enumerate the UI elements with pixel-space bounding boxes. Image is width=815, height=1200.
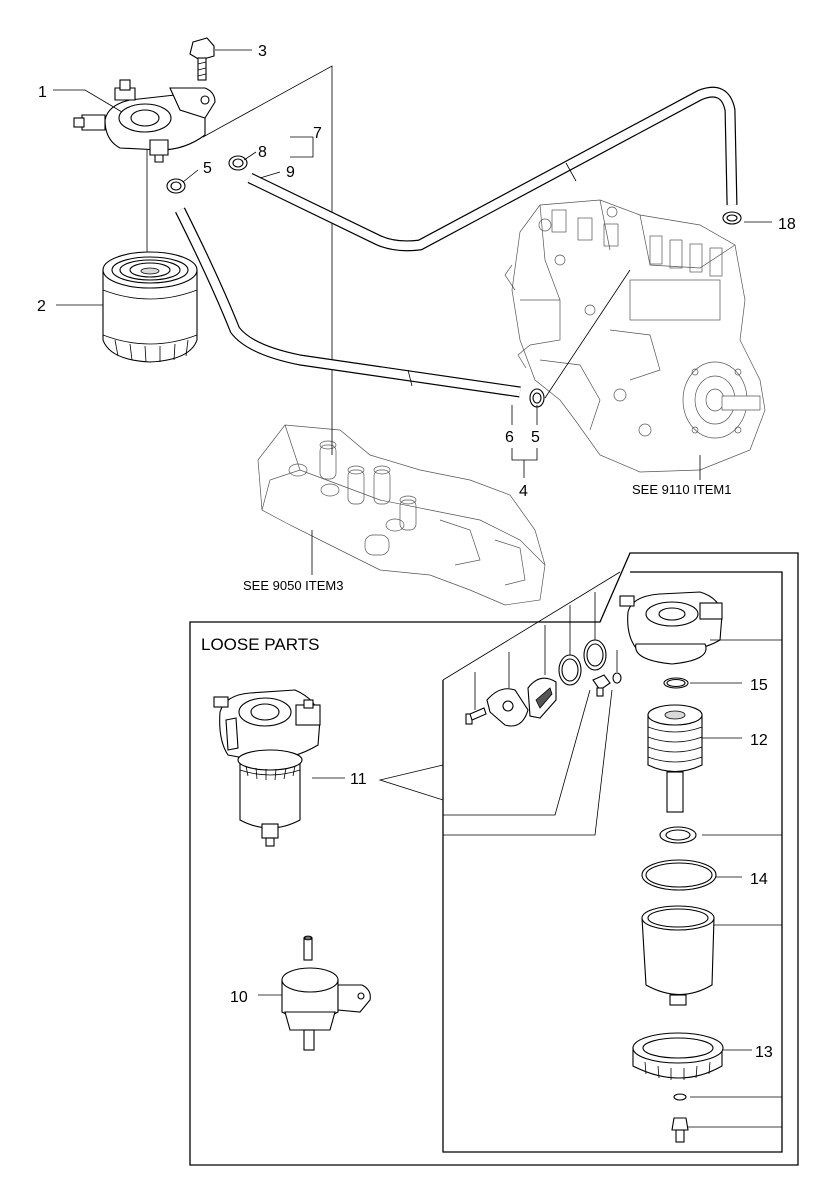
callout-4: 4 xyxy=(519,483,528,500)
fuel-return-hose-9 xyxy=(247,86,738,252)
loose-parts-frame xyxy=(189,552,799,1166)
injection-pump-illustration xyxy=(504,199,766,480)
callout-18: 18 xyxy=(778,216,796,233)
hose-clamp-18 xyxy=(722,211,742,225)
ring-seal-a xyxy=(558,654,582,686)
ring-seal-b xyxy=(583,639,607,671)
gasket-plate xyxy=(486,688,529,727)
callout-5-lower: 5 xyxy=(531,429,540,446)
callout-10: 10 xyxy=(230,989,248,1006)
callout-8: 8 xyxy=(258,144,267,161)
callout-3: 3 xyxy=(258,43,267,60)
fuel-filter-assembly-11 xyxy=(213,689,321,847)
reference-manifold: SEE 9050 ITEM3 xyxy=(243,578,343,593)
filter-element-12 xyxy=(647,704,703,813)
loose-parts-bracket-lines xyxy=(378,571,782,1128)
priming-lever xyxy=(527,677,557,719)
upper-callout-leaders xyxy=(53,49,772,478)
pump-drive-flange xyxy=(682,361,761,439)
callout-12: 12 xyxy=(750,732,768,749)
callout-14: 14 xyxy=(750,871,768,888)
o-ring-14 xyxy=(641,859,717,891)
filter-bowl xyxy=(641,905,715,1006)
reference-pump: SEE 9110 ITEM1 xyxy=(632,482,731,497)
fuel-filter-head-1 xyxy=(73,79,216,163)
hose-clamp-8 xyxy=(228,155,248,171)
callout-5-upper: 5 xyxy=(203,160,212,177)
fuel-filter-cartridge-2 xyxy=(102,251,198,363)
hose-clamp-5-lower xyxy=(529,269,631,408)
callout-2: 2 xyxy=(37,298,46,315)
exploded-part-leaders xyxy=(474,592,618,710)
callout-7: 7 xyxy=(313,125,322,142)
drain-plug xyxy=(671,1093,689,1143)
callout-6: 6 xyxy=(505,429,514,446)
callout-13: 13 xyxy=(755,1044,773,1061)
seal-ring xyxy=(659,826,697,844)
screw-small xyxy=(465,707,487,725)
loose-parts-callout-leaders xyxy=(258,682,752,1051)
o-ring-15 xyxy=(663,677,689,689)
bleeder-screw xyxy=(592,672,622,697)
fuel-supply-hose-6 xyxy=(175,207,521,398)
retaining-ring-13 xyxy=(632,1032,724,1080)
callout-11: 11 xyxy=(350,771,367,788)
inline-filter-10 xyxy=(281,935,371,1051)
callout-1: 1 xyxy=(38,84,47,101)
intake-manifold-illustration xyxy=(257,424,546,606)
bolt-3 xyxy=(189,37,215,81)
hose-clamp-5-upper xyxy=(166,178,186,194)
callout-15: 15 xyxy=(750,677,768,694)
filter-head-exploded xyxy=(619,591,723,665)
loose-parts-title: LOOSE PARTS xyxy=(201,635,319,654)
callout-9: 9 xyxy=(286,164,295,181)
